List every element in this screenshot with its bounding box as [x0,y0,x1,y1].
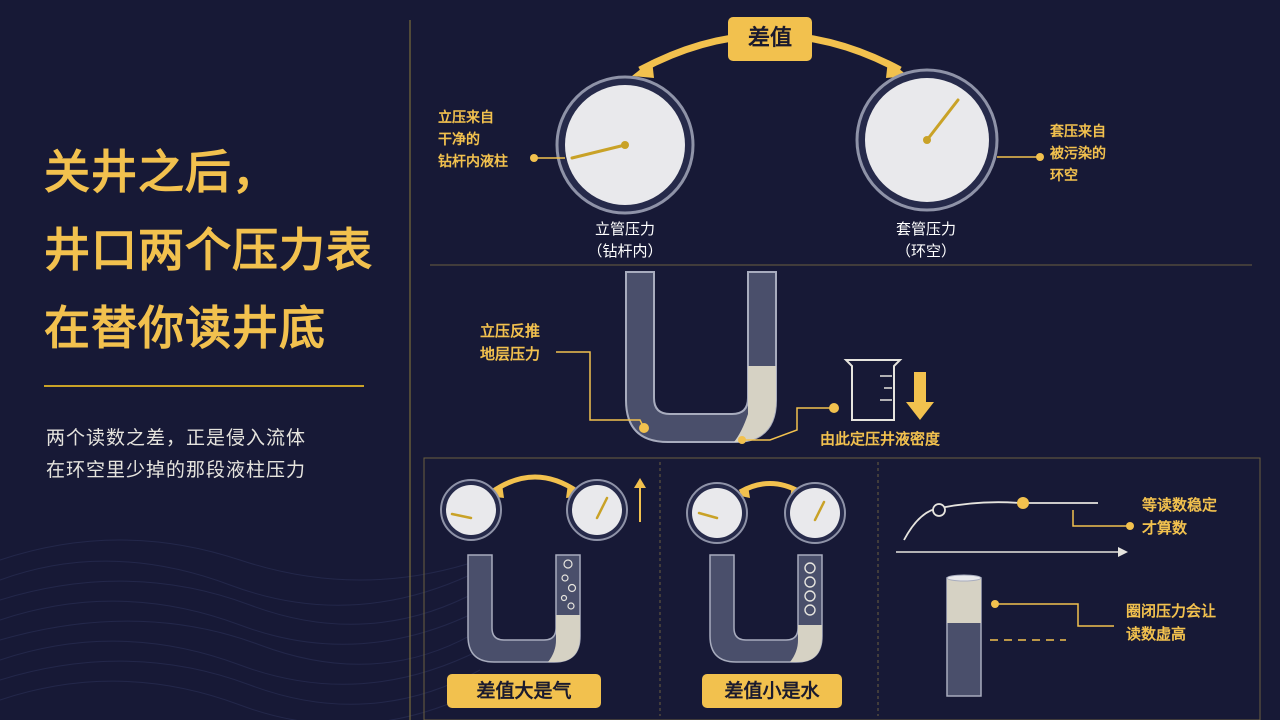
left-note-line-3: 钻杆内液柱 [438,154,508,170]
stable-note-line-1: 等读数稳定 [1142,496,1218,514]
subtitle-line-2: 在环空里少掉的那段液柱压力 [46,459,307,481]
middle-right-leader [742,407,830,441]
middle-right-dot-b [829,403,839,413]
casing-gauge [855,68,999,212]
standpipe-sublabel: （钻杆内） [587,242,663,260]
left-note-dot [530,154,538,162]
closed-note-dot [991,600,999,608]
right-note-dot [1036,153,1044,161]
headline-line-3: 在替你读井底 [44,301,326,355]
gas-left-gauge [440,479,502,541]
middle-left-note-line-2: 地层压力 [480,345,541,363]
gas-arc [490,474,580,495]
left-note-line-2: 干净的 [438,132,480,148]
middle-left-dot [639,423,649,433]
gas-badge: 差值大是气 [447,674,601,708]
water-left-gauge [686,482,748,544]
u-tube-main [625,271,777,443]
beaker-icon [843,359,903,421]
gas-right-gauge [566,479,628,541]
stable-note-leader [1072,510,1128,527]
closed-note-leader [997,603,1114,627]
closed-note-line-1: 圈闭压力会让 [1126,602,1217,620]
water-right-gauge [784,482,846,544]
stabilization-curve [896,497,1128,557]
difference-badge: 差值 [728,17,812,61]
right-note-line-2: 被污染的 [1050,146,1106,162]
standpipe-label: 立管压力 [594,220,655,238]
stable-note-dot [1126,522,1134,530]
bottom-panel-frame [423,457,1261,720]
headline-line-1: 关井之后， [44,145,279,199]
headline-line-2: 井口两个压力表 [44,223,373,277]
casing-label: 套管压力 [895,220,956,238]
down-arrow-icon [906,372,934,420]
arc-arrow-left [632,60,654,78]
right-note-line-3: 环空 [1050,168,1078,184]
casing-sublabel: （环空） [895,242,956,260]
left-note-line-1: 立压来自 [438,110,494,126]
standpipe-gauge [555,75,695,215]
u-tube-gas [467,554,581,663]
pressure-column [946,574,982,697]
water-arc [738,481,802,495]
closed-note-line-2: 读数虚高 [1126,625,1187,643]
wave-texture [0,539,481,720]
stable-note-line-2: 才算数 [1142,519,1188,537]
up-arrow-icon [634,478,646,522]
middle-left-leader [556,351,645,429]
water-badge: 差值小是水 [702,674,842,708]
u-tube-water [709,554,823,663]
right-note-line-1: 套压来自 [1050,124,1106,140]
headline-rule [44,385,364,387]
middle-right-dot-a [738,436,746,444]
density-note: 由此定压井液密度 [820,430,941,448]
subtitle-line-1: 两个读数之差，正是侵入流体 [46,427,307,449]
middle-left-note-line-1: 立压反推 [480,322,541,340]
